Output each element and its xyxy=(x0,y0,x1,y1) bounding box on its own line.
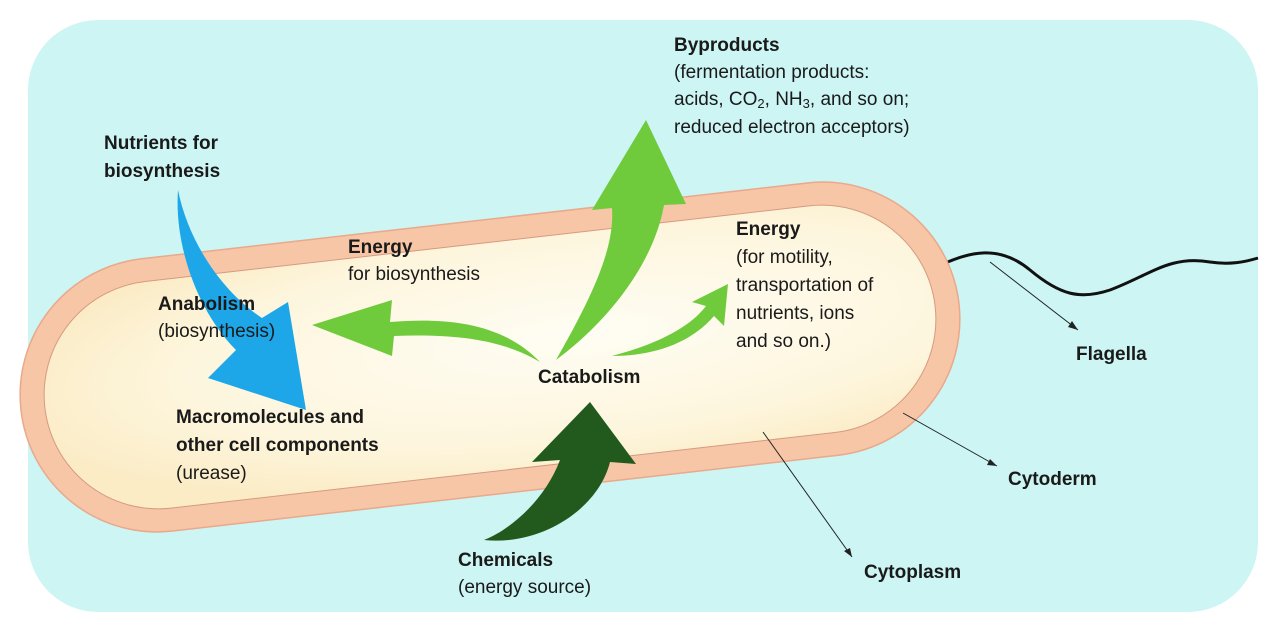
flagella-leader-line xyxy=(989,261,1079,331)
energy-biosynthesis-subtitle: for biosynthesis xyxy=(348,264,481,285)
energy-motility-line-3: nutrients, ions xyxy=(736,303,855,324)
catabolism-label: Catabolism xyxy=(538,367,641,388)
energy-motility-line-4: and so on.) xyxy=(736,331,832,352)
chemicals-title: Chemicals xyxy=(458,550,554,571)
macromolecules-line-2: other cell components xyxy=(176,435,379,456)
cytoplasm-region xyxy=(43,204,937,510)
byproducts-line-1: (fermentation products: xyxy=(674,62,870,83)
energy-motility-line-1: (for motility, xyxy=(736,247,833,268)
byproducts-line-2-a: acids, CO xyxy=(674,89,758,110)
cytoplasm-leader-line xyxy=(762,431,853,558)
byproducts-title: Byproducts xyxy=(674,35,780,56)
byproducts-line-2-e: , and so on; xyxy=(809,89,910,110)
energy-motility-line-2: transportation of xyxy=(736,275,874,296)
flagella-leader-arrowhead xyxy=(1068,321,1078,330)
flagellum xyxy=(934,251,1259,297)
energy-motility-title: Energy xyxy=(736,219,801,240)
macromolecules-line-1: Macromolecules and xyxy=(176,407,364,428)
cytoplasm-leader-arrowhead xyxy=(844,548,852,557)
byproducts-line-2-c: , NH xyxy=(764,89,803,110)
anabolism-title: Anabolism xyxy=(158,294,256,315)
chemicals-arrow xyxy=(484,402,636,541)
byproducts-line-3: reduced electron acceptors) xyxy=(674,117,910,138)
cytoplasm-label: Cytoplasm xyxy=(864,562,962,583)
byproducts-arrow xyxy=(556,120,686,360)
macromolecules-line-3: (urease) xyxy=(176,463,247,484)
nutrients-arrow xyxy=(177,190,306,410)
nutrients-line-2: biosynthesis xyxy=(104,161,221,182)
cytoderm-leader-arrowhead xyxy=(987,459,997,466)
energy-biosynthesis-arrow xyxy=(312,300,540,362)
flagella-label: Flagella xyxy=(1076,344,1147,365)
byproducts-co2-subscript: 2 xyxy=(757,96,765,111)
energy-biosynthesis-title: Energy xyxy=(348,237,413,258)
nutrients-line-1: Nutrients for xyxy=(104,133,218,154)
byproducts-line-2: acids, CO2, NH3, and so on; xyxy=(674,88,909,112)
byproducts-nh3-subscript: 3 xyxy=(802,96,810,111)
cytoderm-leader-line xyxy=(902,412,998,467)
energy-motility-arrow xyxy=(612,284,728,356)
anabolism-subtitle: (biosynthesis) xyxy=(158,321,276,342)
cytoderm-label: Cytoderm xyxy=(1008,469,1097,490)
chemicals-subtitle: (energy source) xyxy=(458,577,592,598)
